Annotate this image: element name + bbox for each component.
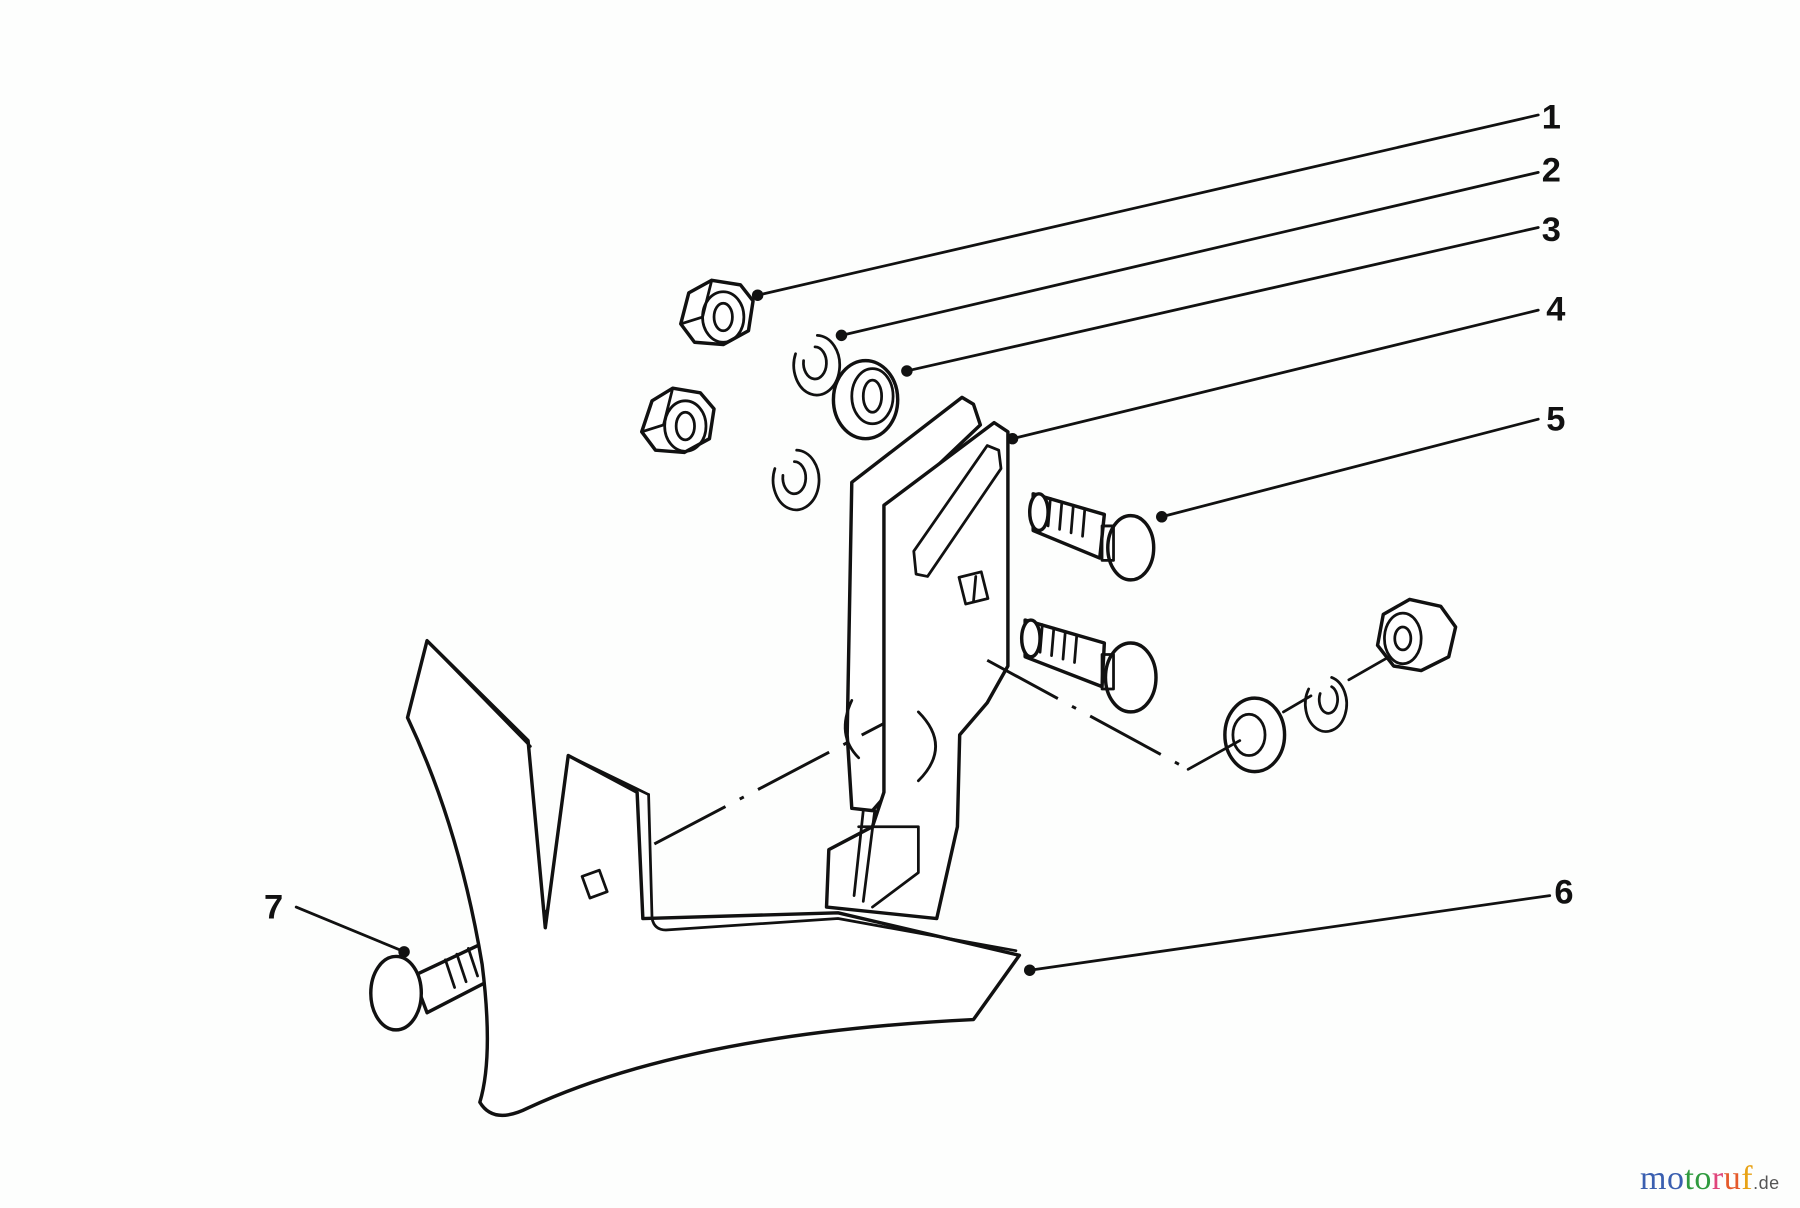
hex-nut-icon bbox=[639, 386, 716, 455]
logo-letter: r bbox=[1711, 1160, 1724, 1197]
watermark-logo: motoruf.de bbox=[1640, 1160, 1780, 1198]
carriage-bolt-icon bbox=[1019, 618, 1158, 714]
leader-lines bbox=[294, 113, 1552, 976]
carriage-bolt-icon bbox=[1027, 492, 1156, 582]
tine-bracket-icon bbox=[824, 395, 1010, 921]
callout-1: 1 bbox=[1542, 99, 1561, 137]
logo-letter: m bbox=[1640, 1160, 1667, 1197]
lock-washer-icon bbox=[771, 448, 821, 512]
flat-washer-icon bbox=[831, 358, 900, 441]
hex-nut-icon bbox=[679, 278, 755, 347]
callout-3: 3 bbox=[1542, 211, 1561, 249]
hex-nut-icon bbox=[1375, 597, 1458, 673]
logo-suffix: .de bbox=[1753, 1173, 1780, 1193]
logo-letter: u bbox=[1723, 1160, 1742, 1197]
logo-letter: o bbox=[1666, 1160, 1685, 1197]
callout-6: 6 bbox=[1554, 874, 1573, 912]
callout-4: 4 bbox=[1546, 290, 1565, 328]
lock-washer-icon bbox=[1303, 676, 1349, 733]
callout-5: 5 bbox=[1546, 401, 1565, 439]
logo-letter: o bbox=[1694, 1160, 1712, 1197]
callout-7: 7 bbox=[264, 889, 283, 927]
blade-icon bbox=[405, 639, 1022, 1117]
callout-labels: 1 2 3 4 5 6 7 bbox=[264, 99, 1573, 927]
logo-letter: f bbox=[1741, 1160, 1754, 1197]
callout-2: 2 bbox=[1542, 152, 1561, 190]
flat-washer-icon bbox=[1223, 696, 1287, 774]
logo-letter: t bbox=[1684, 1160, 1695, 1197]
lock-washer-icon bbox=[792, 334, 842, 397]
